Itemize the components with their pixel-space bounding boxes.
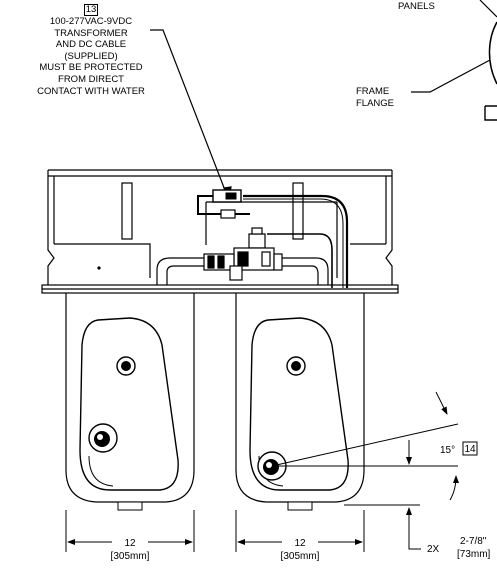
offset-dimension: [344, 440, 421, 550]
frame-label-line: FRAME: [356, 86, 390, 97]
angle-value: 15°: [440, 445, 455, 456]
callout-13-line-2: TRANSFORMER: [54, 27, 128, 39]
left-width-value: 12: [124, 538, 136, 549]
offset-value: 2-7/8": [460, 536, 487, 547]
callout-13-leader: [150, 29, 232, 203]
frame-enclosure: [41, 169, 399, 294]
right-width-dimension: [235, 510, 365, 552]
angle-ref-box: [462, 441, 478, 456]
callout-13-ref: 13: [83, 4, 99, 16]
offset-qty: 2X: [427, 544, 440, 555]
solenoid-valve: [203, 227, 283, 281]
right-bowl-drain: [287, 501, 313, 511]
panels-label: PANELS: [398, 1, 435, 12]
callout-13-line-6: FROM DIRECT: [58, 73, 124, 85]
left-width-dimension: [65, 510, 195, 552]
flange-label-line: FLANGE: [356, 97, 395, 109]
left-bowl-button-icon: [116, 356, 136, 376]
detail-circle: [411, 0, 497, 121]
left-bowl-drain: [117, 501, 143, 511]
callout-13-text: 13 100-277VAC-9VDC TRANSFORMER AND DC CA…: [0, 4, 182, 97]
right-width-value: 12: [294, 538, 306, 549]
supply-tubing: [156, 257, 329, 285]
callout-13-line-7: CONTACT WITH WATER: [37, 85, 145, 97]
transformer: [197, 189, 250, 219]
right-bowl-button-icon: [286, 356, 306, 376]
callout-13-line-3: AND DC CABLE: [55, 39, 127, 51]
left-bowl: [65, 293, 195, 503]
offset-mm: [73mm]: [457, 549, 491, 560]
angle-ref: 14: [464, 444, 476, 455]
callout-13-line-4: (SUPPLIED): [64, 50, 118, 62]
angle-dimension: [271, 391, 459, 501]
frame-flange-label: FRAME FLANGE: [356, 86, 394, 109]
mount-hole: [97, 266, 101, 270]
left-bowl-bubbler-icon: [88, 423, 118, 453]
left-width-mm: [305mm]: [111, 551, 150, 562]
right-width-mm: [305mm]: [281, 551, 320, 562]
right-bowl: [235, 293, 365, 503]
callout-13-line-1: 100-277VAC-9VDC: [49, 16, 133, 27]
callout-13-line-5: MUST BE PROTECTED: [39, 62, 143, 74]
dc-cable: [243, 194, 349, 288]
